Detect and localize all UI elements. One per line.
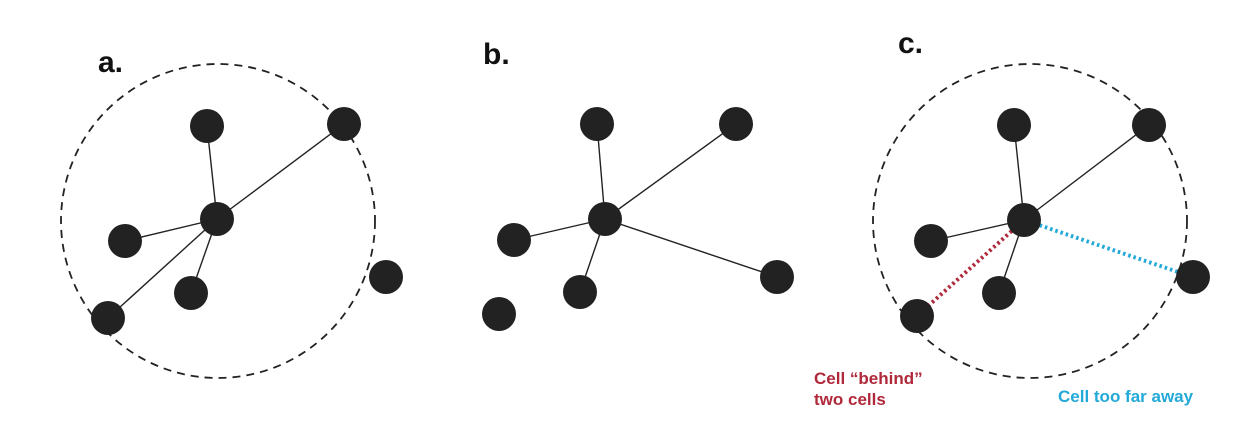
- behind-cell-dotted-link: [915, 218, 1026, 318]
- panel-a-edge: [216, 123, 345, 220]
- panel-b-cell: [719, 107, 753, 141]
- panel-b: b.: [482, 38, 794, 331]
- far-cell-dotted-link: [1023, 218, 1194, 279]
- panel-a-cell: [369, 260, 403, 294]
- behind-annotation-line1: Cell “behind”: [814, 369, 923, 388]
- panel-b-cell: [760, 260, 794, 294]
- far-annotation: Cell too far away: [1058, 387, 1194, 406]
- panel-b-center-cell: [588, 202, 622, 236]
- panel-c-center-cell: [1007, 203, 1041, 237]
- panel-c-edge: [1023, 124, 1150, 221]
- panel-a-label: a.: [98, 46, 123, 79]
- panel-a-cell: [91, 301, 125, 335]
- panel-b-cell: [563, 275, 597, 309]
- panel-b-cell: [497, 223, 531, 257]
- behind-annotation-line2: two cells: [814, 390, 886, 409]
- panel-c-label: c.: [898, 27, 923, 60]
- panel-c-cell: [997, 108, 1031, 142]
- panel-b-cell: [580, 107, 614, 141]
- panel-c-radius-circle: [872, 63, 1188, 379]
- panel-c-far-cell: [1176, 260, 1210, 294]
- panel-a-cell: [327, 107, 361, 141]
- panel-b-edge: [604, 123, 737, 220]
- panel-b-cell: [482, 297, 516, 331]
- panel-c-cell: [914, 224, 948, 258]
- panel-a-edge: [107, 218, 218, 319]
- panel-a-cell: [174, 276, 208, 310]
- panel-c-cell: [982, 276, 1016, 310]
- panel-a-radius-circle: [60, 63, 376, 379]
- panel-b-edge: [604, 218, 778, 278]
- panel-a-cell: [108, 224, 142, 258]
- panel-a-center-cell: [200, 202, 234, 236]
- panel-a-cell: [190, 109, 224, 143]
- panel-c-behind-cell: [900, 299, 934, 333]
- panel-b-label: b.: [483, 38, 510, 71]
- panel-a: a.: [60, 46, 403, 379]
- panel-c: c. Cell “behind” two cells Cell too far …: [814, 27, 1210, 409]
- panel-c-cell: [1132, 108, 1166, 142]
